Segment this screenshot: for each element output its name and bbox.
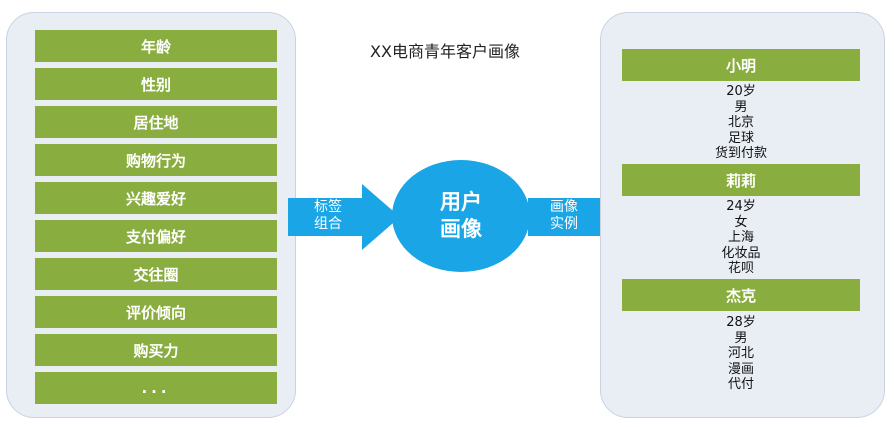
person-lili-name: 莉莉 [622, 164, 860, 196]
attribute-age: 年龄 [35, 30, 277, 62]
attribute-purchasing: 购买力 [35, 334, 277, 366]
tag-combination-arrow: 标签 组合 [288, 184, 400, 250]
attribute-panel: 年龄 性别 居住地 购物行为 兴趣爱好 支付偏好 交往圈 评价倾向 购买力 ..… [6, 12, 296, 418]
person-jack-details: 28岁 男 河北 漫画 代付 [726, 315, 756, 392]
user-profile-circle: 用户 画像 [392, 160, 530, 272]
attribute-residence: 居住地 [35, 106, 277, 138]
attribute-shopping: 购物行为 [35, 144, 277, 176]
attribute-interests: 兴趣爱好 [35, 182, 277, 214]
diagram-title: XX电商青年客户画像 [370, 42, 520, 61]
person-lili-details: 24岁 女 上海 化妆品 花呗 [721, 199, 761, 276]
attribute-social-circle: 交往圈 [35, 258, 277, 290]
person-jack-name: 杰克 [622, 279, 860, 311]
attribute-review: 评价倾向 [35, 296, 277, 328]
person-xiaoming-name: 小明 [622, 49, 860, 81]
tag-combination-label: 标签 组合 [314, 199, 342, 232]
attribute-more: ... [35, 372, 277, 404]
attribute-gender: 性别 [35, 68, 277, 100]
person-xiaoming-details: 20岁 男 北京 足球 货到付款 [714, 84, 767, 161]
attribute-payment: 支付偏好 [35, 220, 277, 252]
profile-example-label: 画像 实例 [550, 199, 578, 232]
